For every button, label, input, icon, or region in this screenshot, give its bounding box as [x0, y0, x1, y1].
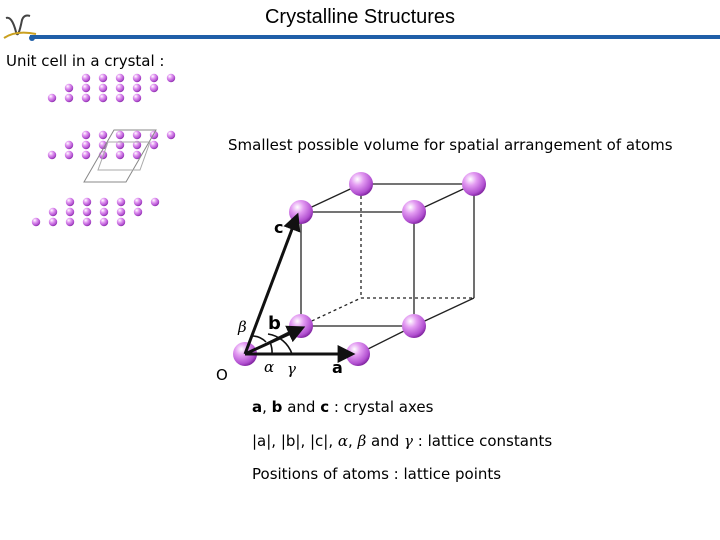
lattice-atom: [115, 150, 125, 160]
lattice-atom: [166, 73, 176, 83]
lattice-atom: [149, 140, 159, 150]
lattice-atom: [99, 197, 109, 207]
lattice-atom: [150, 197, 160, 207]
lattice-atom: [31, 217, 41, 227]
lattice-atom: [132, 73, 142, 83]
atom-bottom-back-right: [402, 314, 426, 338]
angle-arc-beta: [252, 335, 267, 343]
lattice-atom: [132, 140, 142, 150]
lattice-atom: [166, 130, 176, 140]
lattice-atom: [65, 217, 75, 227]
lattice-atom: [82, 197, 92, 207]
lattice-atom: [98, 73, 108, 83]
lattice-atom: [116, 197, 126, 207]
lattice-atom: [48, 207, 58, 217]
page-title: Crystalline Structures: [264, 6, 456, 28]
lattice-points-note: Positions of atoms : lattice points: [252, 465, 502, 483]
lattice-atom: [47, 150, 57, 160]
lattice-atom: [115, 93, 125, 103]
lattice-atom: [132, 93, 142, 103]
note-and-2: and: [366, 432, 405, 450]
note-comma-1: ,: [262, 398, 272, 416]
note-gamma: γ: [404, 432, 413, 450]
note-lattice-constants: : lattice constants: [413, 432, 553, 450]
lattice-atom: [81, 150, 91, 160]
axis-label-c: c: [274, 218, 284, 237]
axis-label-b: b: [268, 313, 281, 334]
axis-label-a: a: [332, 358, 343, 377]
lattice-atom: [65, 207, 75, 217]
angle-label-gamma: γ: [287, 360, 296, 378]
lattice-atom: [64, 93, 74, 103]
lattice-atom: [98, 140, 108, 150]
lattice-atom: [98, 83, 108, 93]
lattice-atom: [81, 83, 91, 93]
lattice-atom: [48, 217, 58, 227]
lattice-atom: [133, 197, 143, 207]
axis-vector-c: [243, 212, 301, 355]
lattice-atom: [133, 207, 143, 217]
small-unit-cell-inner: [97, 141, 151, 171]
atom-top-front-left: [289, 200, 313, 224]
lattice-atom: [81, 140, 91, 150]
logo-icon: [3, 14, 37, 41]
lattice-atom: [98, 93, 108, 103]
angle-label-beta: β: [238, 318, 247, 336]
lattice-atom: [81, 73, 91, 83]
lattice-atom: [81, 130, 91, 140]
lattice-constants-note: |a|, |b|, |c|, α, β and γ : lattice cons…: [252, 432, 552, 450]
lattice-atom: [82, 217, 92, 227]
atom-bottom-back-left: [289, 314, 313, 338]
lattice-atom: [115, 140, 125, 150]
crystal-axes-note: a, b and c : crystal axes: [252, 398, 433, 416]
lattice-atom: [64, 83, 74, 93]
lattice-atom: [149, 83, 159, 93]
note-c: c: [320, 398, 330, 416]
lattice-atom: [47, 93, 57, 103]
note-comma-2: ,: [348, 432, 358, 450]
note-beta: β: [357, 432, 367, 450]
lattice-atom: [98, 130, 108, 140]
lattice-atom: [132, 150, 142, 160]
lattice-atom: [64, 140, 74, 150]
lattice-atom: [115, 130, 125, 140]
small-lattice: [31, 73, 176, 227]
lattice-atom: [64, 150, 74, 160]
axis-vector-b: [244, 325, 306, 356]
angle-label-alpha: α: [264, 358, 275, 376]
atom-top-front-right: [402, 200, 426, 224]
unit-cell-description: Smallest possible volume for spatial arr…: [228, 136, 673, 154]
atom-top-back-left: [349, 172, 373, 196]
lattice-atom: [81, 93, 91, 103]
note-magnitudes: |a|, |b|, |c|,: [252, 432, 338, 450]
title-divider: [30, 35, 720, 39]
lattice-atom: [132, 83, 142, 93]
origin-label: O: [216, 366, 228, 384]
lattice-atom: [115, 73, 125, 83]
small-unit-cell-outline: [83, 129, 157, 183]
lattice-atom: [132, 130, 142, 140]
note-and-1: and: [282, 398, 321, 416]
unit-cell-intro: Unit cell in a crystal :: [6, 52, 165, 70]
note-b: b: [271, 398, 283, 416]
lattice-atom: [82, 207, 92, 217]
lattice-atom: [99, 207, 109, 217]
note-crystal-axes: : crystal axes: [329, 398, 434, 416]
lattice-atom: [116, 217, 126, 227]
lattice-atom: [99, 217, 109, 227]
lattice-atom: [115, 83, 125, 93]
note-a: a: [252, 398, 263, 416]
lattice-atom: [65, 197, 75, 207]
atom-top-back-right: [462, 172, 486, 196]
note-alpha: α: [337, 432, 349, 450]
lattice-atom: [149, 73, 159, 83]
lattice-atom: [116, 207, 126, 217]
angle-arc-gamma: [267, 333, 293, 355]
